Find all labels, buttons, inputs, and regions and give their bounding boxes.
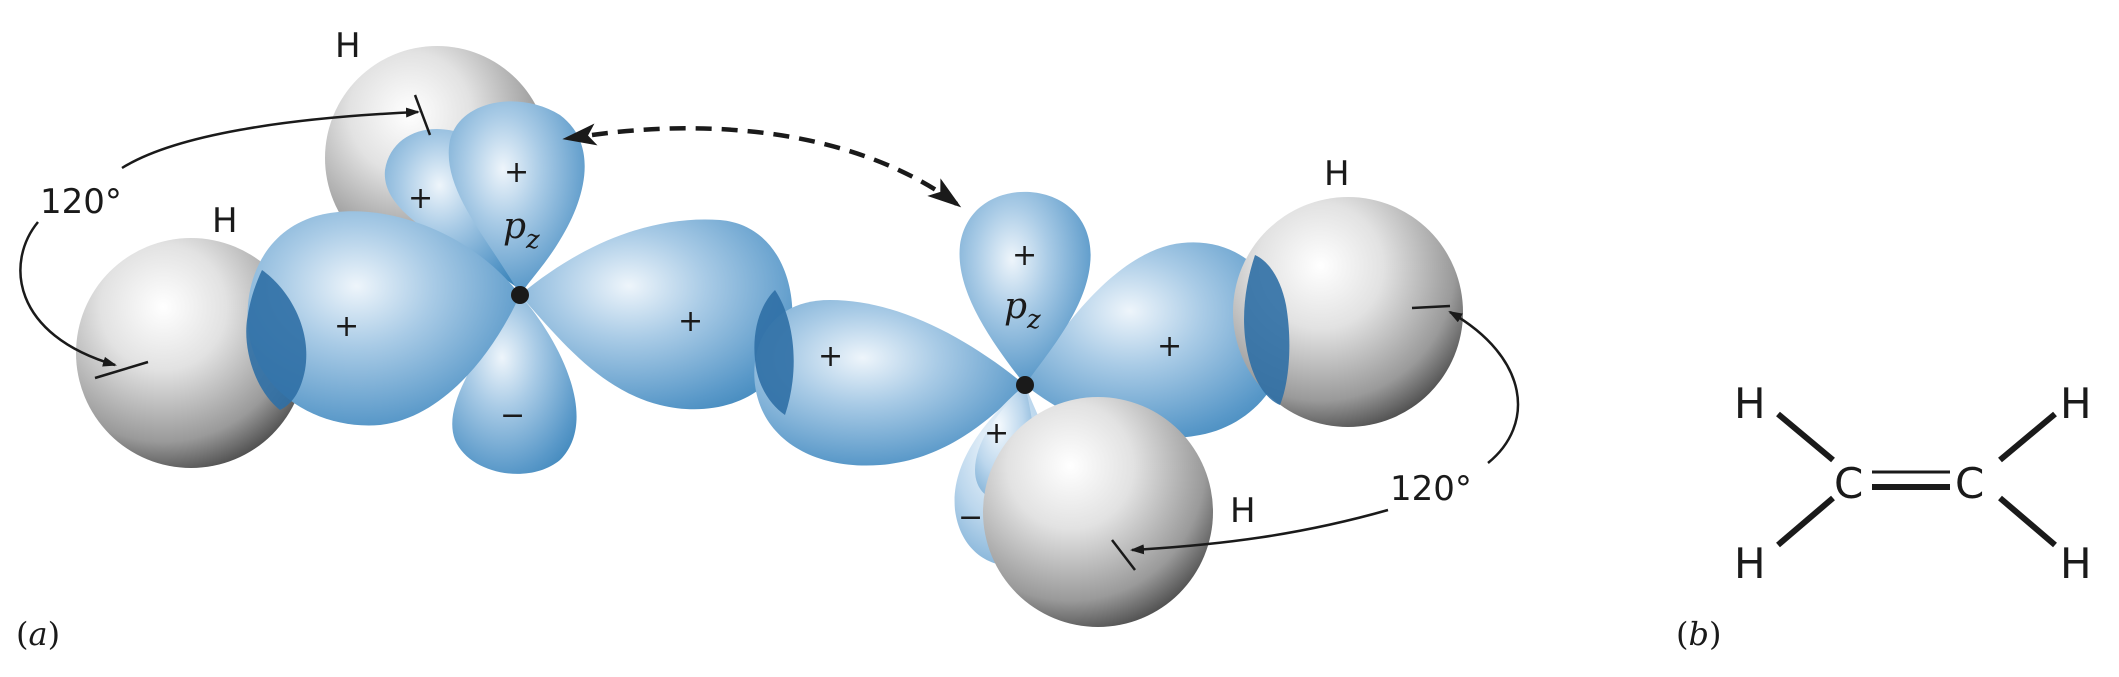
tick-mark-right-h — [1411, 304, 1451, 310]
label-pz-left: pz — [503, 206, 540, 255]
pz-lobe-left-lower — [452, 295, 577, 474]
sign-plus-back-lobe: + — [408, 181, 433, 216]
angle-arrow-right — [1448, 310, 1520, 464]
tick-mark-top-left-h — [413, 94, 432, 136]
label-h-right: H — [1324, 154, 1350, 194]
bond-c-h-top-right — [1998, 411, 2057, 463]
overlap-sigma-bond — [754, 290, 794, 415]
sign-plus-sigma-right: + — [818, 339, 843, 374]
angle-arrow-upper-left — [121, 107, 420, 170]
label-pz-right-main: p — [1004, 286, 1027, 327]
hydrogen-atom-bottom-right — [983, 397, 1213, 627]
angle-arrow-lower-left — [19, 221, 117, 367]
struct-c-left: C — [1834, 459, 1863, 508]
sp2-lobe-right-outer — [1025, 242, 1287, 439]
panel-b-structural-formula: H H H H C C (b) — [1676, 379, 2092, 653]
label-pz-right-sub: z — [1026, 305, 1041, 335]
sign-minus-pz-left-lower: − — [500, 398, 525, 433]
label-pz-right: pz — [1004, 286, 1041, 335]
struct-h-top-left: H — [1734, 379, 1766, 428]
tick-mark-bottom-right-h — [1111, 539, 1136, 571]
tick-mark-left-h — [94, 360, 149, 380]
sign-minus-pz-right-lower: − — [958, 500, 983, 535]
sign-plus-right-lower-lobe: + — [984, 416, 1009, 451]
label-pz-left-sub: z — [525, 225, 540, 255]
carbon-nucleus-right — [1016, 376, 1034, 394]
label-h-left: H — [212, 201, 238, 241]
bond-c-h-top-left — [1776, 411, 1835, 463]
bond-c-h-bottom-left — [1776, 495, 1835, 548]
label-h-bottom-right: H — [1230, 491, 1256, 531]
label-angle-right: 120° — [1390, 469, 1472, 509]
angle-arrow-bottom-right — [1130, 508, 1389, 555]
struct-h-bottom-right: H — [2060, 539, 2092, 588]
sp2-lobe-left-outer — [247, 211, 520, 426]
pz-lobe-right-upper — [959, 191, 1091, 385]
label-pz-left-main: p — [503, 206, 526, 247]
panel-a: H H H H 120° 120° pz pz + + + − + + + + … — [16, 26, 1520, 653]
label-h-top-left: H — [335, 26, 361, 66]
sigma-lobe-left-carbon — [520, 219, 793, 410]
struct-h-bottom-left: H — [1734, 539, 1766, 588]
pz-lobe-left-upper — [448, 101, 585, 295]
overlap-left-h — [246, 270, 307, 410]
panel-label-a: (a) — [16, 615, 60, 653]
label-angle-left: 120° — [40, 182, 122, 222]
pz-overlap-dashed-arrow — [562, 123, 962, 208]
struct-c-right: C — [1955, 459, 1984, 508]
panel-label-b: (b) — [1676, 615, 1721, 653]
sign-plus-sigma-left: + — [678, 304, 703, 339]
carbon-nucleus-left — [511, 286, 529, 304]
sign-plus-left-h-lobe: + — [334, 309, 359, 344]
overlap-right-h — [1244, 255, 1290, 405]
sign-plus-right-h-lobe: + — [1157, 329, 1182, 364]
sign-plus-pz-right-upper: + — [1012, 238, 1037, 273]
hydrogen-atom-right — [1233, 197, 1463, 427]
sign-plus-pz-left-upper: + — [504, 155, 529, 190]
bond-c-h-bottom-right — [1998, 495, 2057, 548]
hydrogen-atom-left — [76, 238, 306, 468]
sigma-lobe-right-carbon — [754, 300, 1025, 466]
struct-h-top-right: H — [2060, 379, 2092, 428]
